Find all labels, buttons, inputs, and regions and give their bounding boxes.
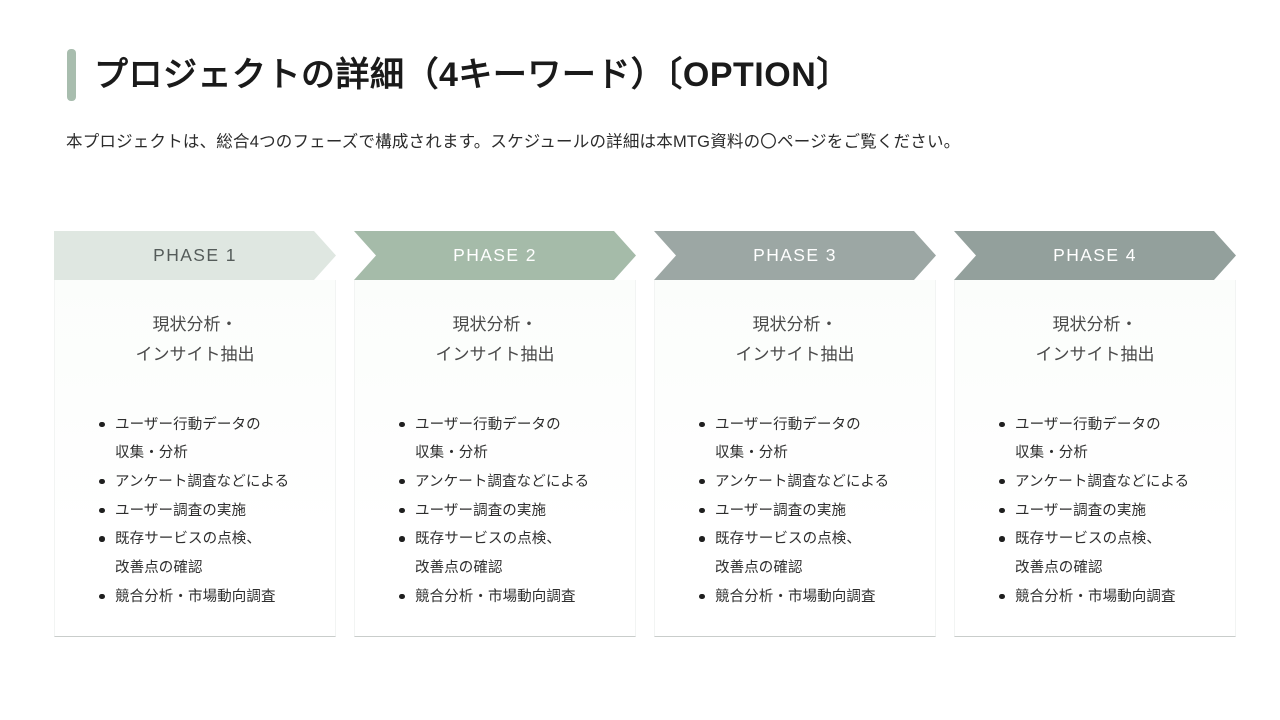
phase-column: PHASE 3 現状分析・インサイト抽出ユーザー行動データの収集・分析アンケート調…	[654, 231, 936, 637]
phase-body: 現状分析・インサイト抽出ユーザー行動データの収集・分析アンケート調査などによるユ…	[354, 280, 636, 637]
phase-subheading-line-2: インサイト抽出	[735, 345, 855, 365]
list-item: 既存サービスの点検、改善点の確認	[399, 525, 621, 582]
list-item: アンケート調査などによる	[99, 468, 321, 497]
phase-subheading-line-1: 現状分析・	[152, 315, 238, 334]
list-item: 競合分析・市場動向調査	[999, 583, 1221, 612]
phase-header-1[interactable]: PHASE 1	[54, 231, 336, 280]
list-item: 既存サービスの点検、改善点の確認	[999, 525, 1221, 582]
phase-bullet-list: ユーザー行動データの収集・分析アンケート調査などによるユーザー調査の実施既存サー…	[969, 411, 1221, 612]
phase-subheading-line-2: インサイト抽出	[1035, 345, 1155, 365]
phase-label: PHASE 3	[753, 245, 837, 265]
phase-subheading: 現状分析・インサイト抽出	[669, 310, 921, 371]
list-item: ユーザー行動データの収集・分析	[399, 411, 621, 468]
list-item: ユーザー行動データの収集・分析	[99, 411, 321, 468]
list-item: ユーザー調査の実施	[699, 497, 921, 526]
list-item: 競合分析・市場動向調査	[699, 583, 921, 612]
list-item: ユーザー行動データの収集・分析	[999, 411, 1221, 468]
page-title-text: プロジェクトの詳細（4キーワード）〔OPTION〕	[94, 56, 851, 94]
phase-subheading-line-1: 現状分析・	[752, 315, 838, 334]
page-subtitle: 本プロジェクトは、総合4つのフェーズで構成されます。スケジュールの詳細は本MTG…	[66, 133, 961, 151]
phase-subheading: 現状分析・インサイト抽出	[969, 310, 1221, 371]
page-title: プロジェクトの詳細（4キーワード）〔OPTION〕	[67, 48, 851, 102]
phase-subheading-line-1: 現状分析・	[452, 315, 538, 334]
phase-column: PHASE 1 現状分析・インサイト抽出ユーザー行動データの収集・分析アンケート調…	[54, 231, 336, 637]
list-item: 既存サービスの点検、改善点の確認	[699, 525, 921, 582]
phase-subheading: 現状分析・インサイト抽出	[369, 310, 621, 371]
phase-subheading-line-1: 現状分析・	[1052, 315, 1138, 334]
phase-column: PHASE 2 現状分析・インサイト抽出ユーザー行動データの収集・分析アンケート調…	[354, 231, 636, 637]
phase-bullet-list: ユーザー行動データの収集・分析アンケート調査などによるユーザー調査の実施既存サー…	[669, 411, 921, 612]
phase-body: 現状分析・インサイト抽出ユーザー行動データの収集・分析アンケート調査などによるユ…	[954, 280, 1236, 637]
phase-subheading-line-2: インサイト抽出	[135, 345, 255, 365]
title-accent-bar	[67, 49, 76, 101]
list-item: アンケート調査などによる	[399, 468, 621, 497]
phase-subheading-line-2: インサイト抽出	[435, 345, 555, 365]
phase-column: PHASE 4 現状分析・インサイト抽出ユーザー行動データの収集・分析アンケート調…	[954, 231, 1236, 637]
phase-label: PHASE 1	[153, 245, 237, 265]
list-item: ユーザー調査の実施	[399, 497, 621, 526]
phase-header-2[interactable]: PHASE 2	[354, 231, 636, 280]
list-item: 競合分析・市場動向調査	[399, 583, 621, 612]
phase-bullet-list: ユーザー行動データの収集・分析アンケート調査などによるユーザー調査の実施既存サー…	[369, 411, 621, 612]
list-item: 競合分析・市場動向調査	[99, 583, 321, 612]
list-item: ユーザー行動データの収集・分析	[699, 411, 921, 468]
list-item: アンケート調査などによる	[999, 468, 1221, 497]
list-item: ユーザー調査の実施	[999, 497, 1221, 526]
phase-header-4[interactable]: PHASE 4	[954, 231, 1236, 280]
list-item: アンケート調査などによる	[699, 468, 921, 497]
list-item: 既存サービスの点検、改善点の確認	[99, 525, 321, 582]
phase-body: 現状分析・インサイト抽出ユーザー行動データの収集・分析アンケート調査などによるユ…	[54, 280, 336, 637]
phase-body: 現状分析・インサイト抽出ユーザー行動データの収集・分析アンケート調査などによるユ…	[654, 280, 936, 637]
phase-label: PHASE 2	[453, 245, 537, 265]
phase-subheading: 現状分析・インサイト抽出	[69, 310, 321, 371]
phase-bullet-list: ユーザー行動データの収集・分析アンケート調査などによるユーザー調査の実施既存サー…	[69, 411, 321, 612]
phase-header-3[interactable]: PHASE 3	[654, 231, 936, 280]
list-item: ユーザー調査の実施	[99, 497, 321, 526]
phase-label: PHASE 4	[1053, 245, 1137, 265]
